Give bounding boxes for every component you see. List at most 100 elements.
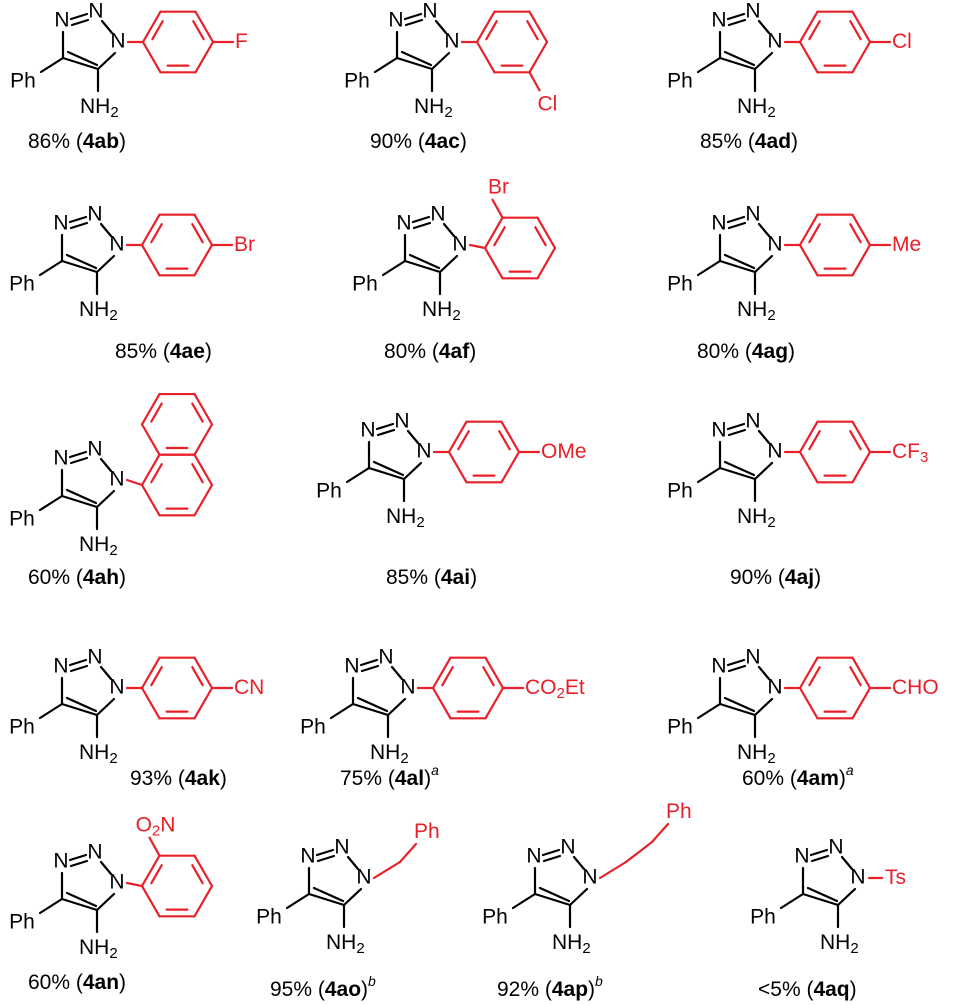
amino-label: NH2	[820, 931, 859, 957]
substituent-label: Br	[234, 233, 255, 256]
bond-line	[69, 221, 89, 230]
bond-line	[696, 466, 722, 484]
phenyl-label: Ph	[667, 70, 693, 93]
triazole-n3-label: N	[711, 419, 726, 442]
triazole-n1-label: N	[452, 233, 467, 256]
triazole-n1-label: N	[767, 30, 782, 53]
bond-line	[757, 665, 771, 681]
phenyl-label: Ph	[482, 906, 508, 929]
bond-line	[718, 56, 757, 71]
triazole-n1-label: N	[767, 233, 782, 256]
triazole-n2-label: N	[745, 646, 760, 669]
bond-line	[727, 18, 747, 27]
bond-line	[38, 702, 64, 720]
triazole-n1-label: N	[444, 30, 459, 53]
phenyl-label: Ph	[9, 508, 35, 531]
triazole-n1-label: N	[109, 233, 124, 256]
bond-line	[801, 892, 840, 907]
bond-line	[851, 450, 872, 484]
bond-line	[65, 696, 98, 713]
phenyl-label: Ph	[10, 70, 36, 93]
bond-line	[359, 658, 379, 667]
bond-line	[840, 855, 854, 871]
bond-line	[406, 429, 420, 445]
bond-line	[60, 494, 99, 509]
yield-caption: 85% (4ai)	[386, 566, 477, 589]
bond-line	[404, 18, 424, 27]
bond-line	[447, 450, 468, 484]
bond-line	[141, 40, 162, 74]
yield-caption: 60% (4ah)	[28, 566, 126, 589]
bond-line	[315, 848, 335, 857]
bond-line	[367, 466, 406, 481]
bond-line	[38, 494, 64, 512]
bond-line	[757, 429, 771, 445]
triazole-n2-label: N	[87, 841, 102, 864]
bond-line	[193, 884, 214, 918]
bond-line	[398, 842, 418, 864]
triazole-n2-label: N	[87, 438, 102, 461]
bond-line	[69, 456, 89, 465]
triazole-n2-label: N	[745, 203, 760, 226]
phenyl-label: Ph	[256, 906, 282, 929]
yield-caption: 80% (4ag)	[697, 340, 795, 363]
bond-line	[193, 243, 214, 277]
bond-line	[61, 56, 100, 71]
bond-line	[484, 686, 505, 720]
yield-caption: 85% (4ad)	[700, 130, 798, 153]
bond-line	[598, 860, 628, 880]
bond-line	[312, 886, 345, 903]
bond-line	[329, 702, 355, 720]
substituent-label: O2N	[136, 813, 176, 839]
bond-line	[191, 864, 204, 885]
phenyl-label: Ph	[316, 480, 342, 503]
bond-line	[372, 460, 405, 477]
triazole-n2-label: N	[378, 646, 393, 669]
amino-label: NH2	[737, 741, 776, 767]
bond-line	[483, 216, 504, 250]
phenyl-label: Ph	[9, 273, 35, 296]
amino-label: NH2	[386, 505, 425, 531]
bond-line	[500, 450, 521, 484]
bond-line	[95, 489, 116, 509]
bond-line	[726, 422, 746, 431]
bond-line	[726, 658, 746, 667]
phenyl-label: Ph	[667, 716, 693, 739]
substituent-label: CN	[234, 676, 264, 699]
bond-line	[375, 422, 395, 431]
bond-line	[457, 430, 470, 451]
bond-line	[140, 686, 161, 720]
bond-line	[412, 221, 432, 230]
bond-line	[403, 12, 423, 21]
bond-line	[191, 402, 204, 423]
bond-line	[798, 213, 819, 247]
triazole-n3-label: N	[396, 212, 411, 235]
bond-line	[485, 20, 498, 41]
amino-label: NH2	[79, 298, 118, 324]
bond-line	[851, 656, 872, 690]
triazole-n2-label: N	[828, 836, 843, 859]
bond-line	[434, 19, 448, 35]
bond-line	[193, 656, 214, 690]
bond-line	[526, 20, 539, 41]
bond-line	[386, 697, 407, 717]
bond-line	[727, 428, 747, 437]
bond-line	[849, 20, 862, 41]
substituent-label: CHO	[892, 676, 939, 699]
bond-line	[140, 884, 161, 918]
bond-line	[376, 428, 396, 437]
bond-line	[851, 243, 872, 277]
triazole-n1-label: N	[850, 866, 865, 889]
triazole-n3-label: N	[54, 9, 69, 32]
bond-line	[753, 51, 774, 71]
bond-line	[193, 686, 214, 720]
bond-line	[69, 664, 89, 673]
